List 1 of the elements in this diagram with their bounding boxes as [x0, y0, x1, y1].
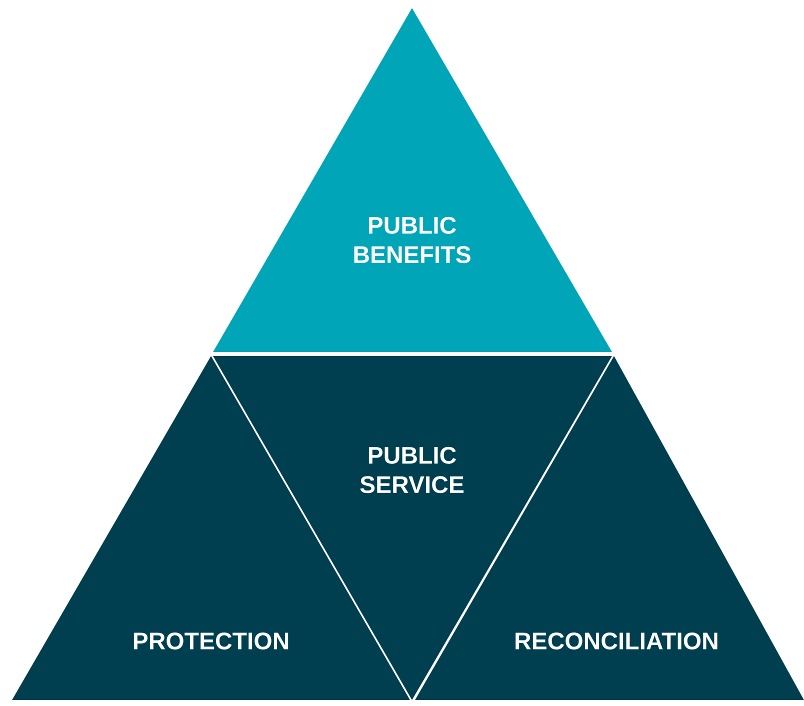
triangle: PUBLIC BENEFITS [213, 8, 612, 352]
